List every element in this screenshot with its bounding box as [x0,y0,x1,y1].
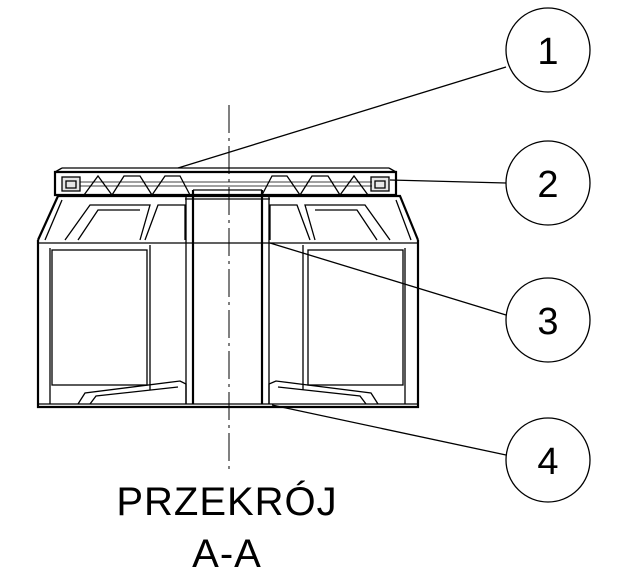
section-title-line1: PRZEKRÓJ [116,479,337,524]
bottom-plate [77,380,379,405]
callout-4-label: 4 [537,441,558,483]
central-pipe [185,189,270,404]
leader-line-1 [177,66,507,169]
leader-line-3 [269,242,507,316]
section-title-line2: A-A [192,532,262,576]
container-body [36,194,420,409]
callout-4: 4 [505,417,591,503]
callout-3: 3 [505,277,591,363]
inner-chambers [51,245,404,390]
callout-3-label: 3 [537,301,558,343]
callout-2-label: 2 [537,164,558,206]
leader-line-2 [389,179,507,184]
lid-grate [53,167,398,197]
callout-1: 1 [505,7,591,93]
upper-sleeve [64,198,391,241]
callout-2: 2 [505,140,591,226]
leader-line-4 [271,404,507,456]
leader-lines [177,66,507,456]
callout-1-label: 1 [537,31,558,73]
